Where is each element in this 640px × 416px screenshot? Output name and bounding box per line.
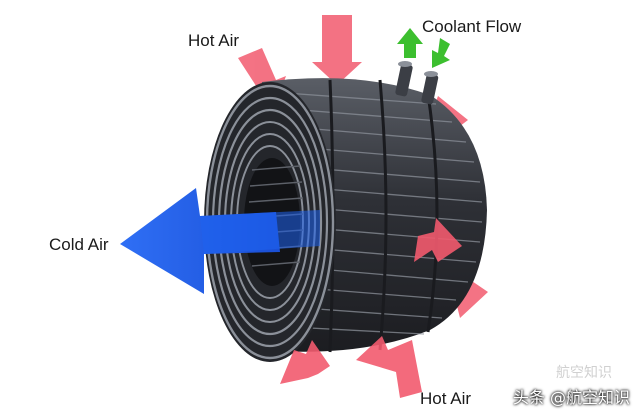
coolant-flow-label: Coolant Flow: [422, 17, 522, 36]
cold-air-arrow-shaft: [200, 210, 320, 254]
coolant-pipe-inlet: [395, 63, 413, 97]
hot-air-arrow-bottom-center: [356, 336, 422, 398]
hot-air-arrows-front: [280, 218, 462, 398]
coolant-arrow-up: [397, 28, 423, 58]
cold-air-label: Cold Air: [49, 235, 109, 254]
coolant-pipe-outlet: [421, 73, 439, 105]
watermark-ghost: 航空知识: [556, 365, 612, 381]
hot-air-arrow-bottom-left: [280, 340, 330, 384]
coolant-arrow-down: [432, 38, 450, 68]
hot-air-label-bottom: Hot Air: [420, 389, 472, 408]
watermark-text: 头条 @航空知识: [512, 388, 630, 407]
watermark: 头条 @航空知识: [513, 384, 630, 408]
hot-air-arrow-top-center: [312, 15, 362, 85]
cold-air-arrow: [120, 188, 320, 294]
coolant-pipes: [395, 61, 439, 105]
hot-air-label-top: Hot Air: [188, 31, 240, 50]
hot-air-arrow-right-mid: [414, 218, 462, 262]
heat-exchanger-core: [204, 61, 487, 362]
coolant-flow-arrows: [397, 28, 450, 68]
